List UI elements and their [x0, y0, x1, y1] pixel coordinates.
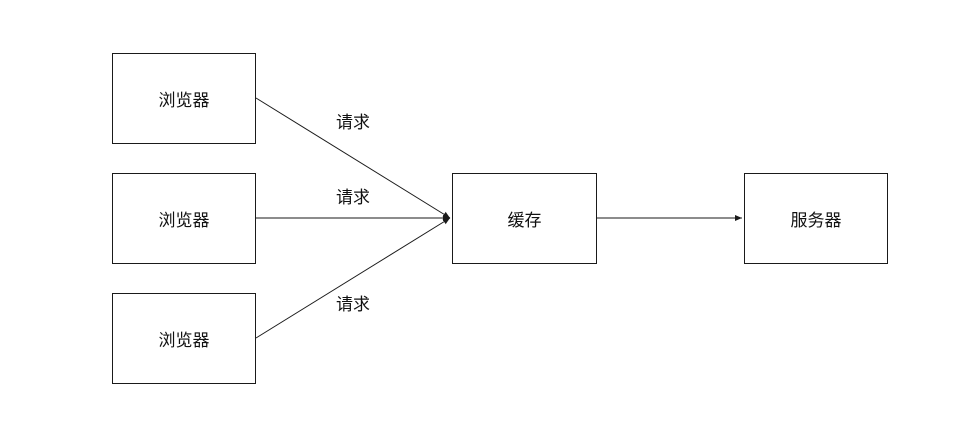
node-label: 浏览器	[158, 91, 210, 111]
edge-label-bottom: 请求	[336, 295, 370, 315]
node-server[interactable]: 服务器	[744, 173, 888, 264]
node-label: 缓存	[507, 211, 542, 231]
edge-browser-top-to-cache	[255, 97, 451, 219]
edge-label-top: 请求	[336, 113, 370, 133]
node-label: 服务器	[790, 211, 842, 231]
node-cache[interactable]: 缓存	[452, 173, 597, 264]
edge-label-middle: 请求	[336, 188, 370, 208]
node-browser-top[interactable]: 浏览器	[112, 53, 256, 144]
node-browser-bottom[interactable]: 浏览器	[112, 293, 256, 384]
node-label: 浏览器	[158, 211, 210, 231]
node-browser-middle[interactable]: 浏览器	[112, 173, 256, 264]
node-label: 浏览器	[158, 331, 210, 351]
edge-browser-bottom-to-cache	[255, 217, 451, 339]
